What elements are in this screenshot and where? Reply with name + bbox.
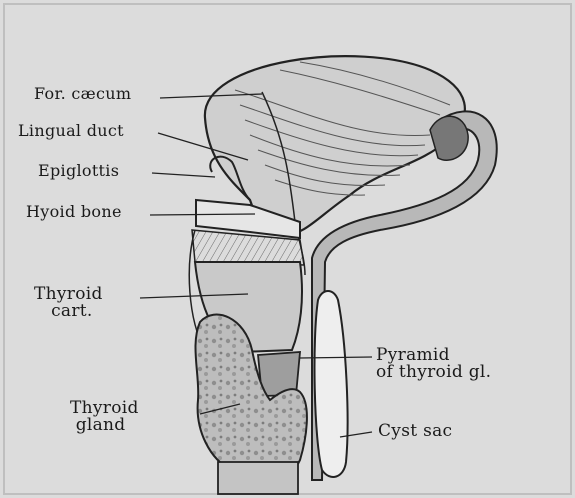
trachea <box>218 462 298 494</box>
cyst-sac <box>315 291 348 477</box>
label-lingual-duct: Lingual duct <box>18 123 124 139</box>
label-foramen-caecum: For. cæcum <box>34 86 131 102</box>
label-epiglottis: Epiglottis <box>38 163 119 179</box>
label-hyoid-bone: Hyoid bone <box>26 204 122 220</box>
palate <box>430 116 468 160</box>
label-thyroid-gland: Thyroid gland <box>70 400 139 435</box>
label-thyroid-cartilage: Thyroid cart. <box>34 286 103 321</box>
label-cyst-sac: Cyst sac <box>378 423 452 440</box>
label-pyramid: Pyramid of thyroid gl. <box>376 347 491 382</box>
